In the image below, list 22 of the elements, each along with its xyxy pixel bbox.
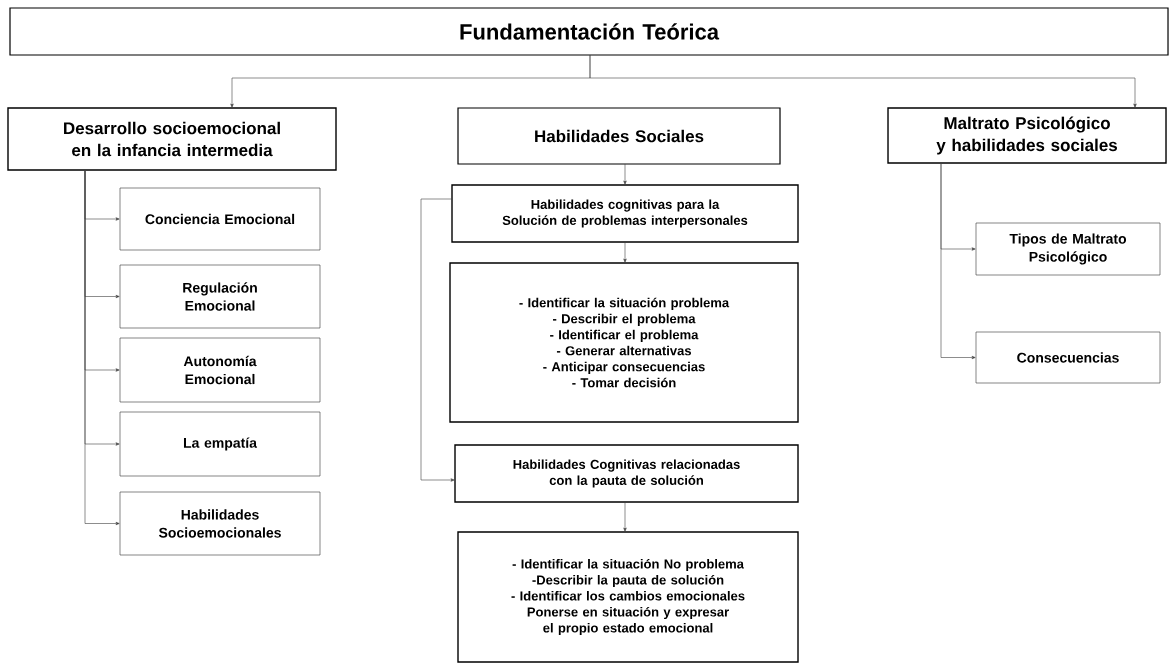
title-box: Fundamentación Teórica: [9, 7, 1169, 56]
step-list-box: - Identificar la situación No problema -Describir la pauta de solución - Identificar los cambios emocionales Ponerse en situación y expresar el propio estado emocional: [457, 531, 799, 663]
subtopic-box: Conciencia Emocional: [119, 187, 321, 251]
process-box: Habilidades cognitivas para la Solución de problemas interpersonales: [451, 184, 799, 243]
arrow: [623, 163, 627, 185]
subtopic-box: Autonomía Emocional: [119, 337, 321, 403]
topic-box: Desarrollo socioemocional en la infancia intermedia: [7, 107, 337, 171]
topic-box: Habilidades Sociales: [457, 107, 781, 165]
subtopic-box: Regulación Emocional: [119, 264, 321, 329]
subtopic-box: Consecuencias: [975, 331, 1161, 384]
subtopic-box: Tipos de Maltrato Psicológico: [975, 222, 1161, 276]
process-box: Habilidades Cognitivas relacionadas con la pauta de solución: [454, 444, 799, 503]
step-list-box: - Identificar la situación problema - Describir el problema - Identificar el problema - Generar alternativas - Anticipar consecuencias - Tomar decisión: [449, 262, 799, 423]
arrow: [940, 162, 976, 360]
arrow: [623, 241, 627, 263]
arrow: [84, 169, 120, 526]
arrow: [623, 501, 627, 532]
topic-box: Maltrato Psicológico y habilidades sociales: [887, 107, 1167, 164]
subtopic-box: La empatía: [119, 411, 321, 477]
arrow: [589, 54, 1137, 108]
subtopic-box: Habilidades Socioemocionales: [119, 491, 321, 556]
arrow: [420, 198, 455, 482]
